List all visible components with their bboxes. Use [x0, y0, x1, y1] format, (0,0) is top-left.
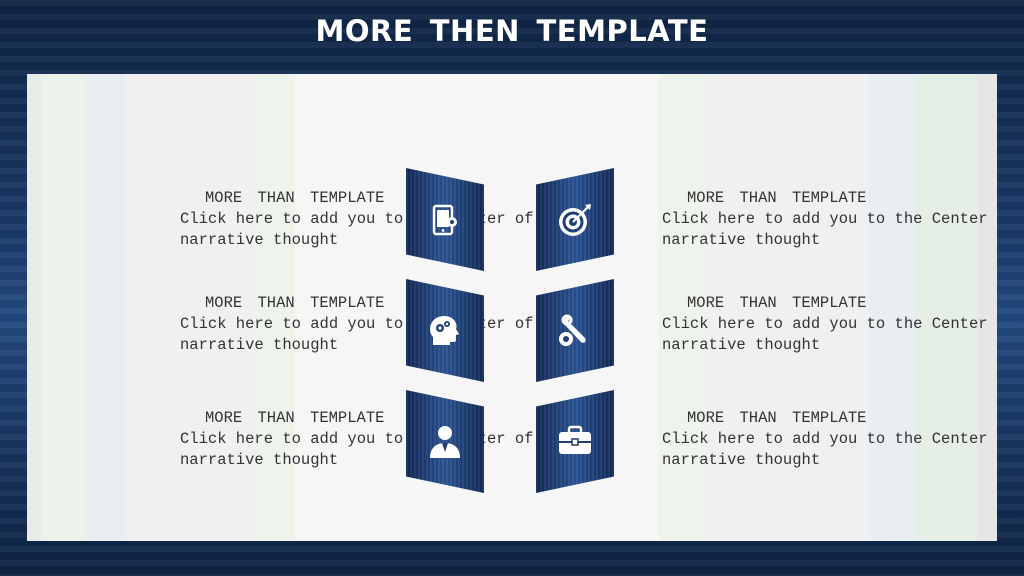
block-line: narrative thought [662, 231, 821, 249]
text-block-right-1: MORE THAN TEMPLATE Click here to add you… [662, 188, 997, 251]
icon-card-target [536, 168, 614, 271]
briefcase-icon [559, 425, 591, 454]
slide-title: MORE THEN TEMPLATE [315, 14, 709, 48]
text-block-left-2: MORE THAN TEMPLATE Click here to add you… [180, 293, 620, 356]
user-icon [430, 425, 460, 458]
block-heading: MORE THAN TEMPLATE [687, 294, 867, 312]
head-gears-icon [430, 315, 459, 345]
block-line: narrative thought [180, 336, 339, 354]
text-block-right-2: MORE THAN TEMPLATE Click here to add you… [662, 293, 997, 356]
icon-card-tools [536, 279, 614, 382]
block-heading: MORE THAN TEMPLATE [205, 189, 385, 207]
icon-card-user [406, 390, 484, 493]
target-icon [559, 203, 591, 236]
tablet-gear-icon [432, 204, 457, 235]
block-line: Click here to add you to the Center of t… [662, 210, 997, 228]
icon-card-briefcase [536, 390, 614, 493]
wrench-gear-icon [559, 314, 586, 346]
block-line: Click here to add you to the Center of t… [662, 430, 997, 448]
block-line: Click here to add you to the Center of t… [662, 315, 997, 333]
block-heading: MORE THAN TEMPLATE [687, 409, 867, 427]
block-heading: MORE THAN TEMPLATE [205, 294, 385, 312]
block-heading: MORE THAN TEMPLATE [205, 409, 385, 427]
icon-card-tablet [406, 168, 484, 271]
block-line: narrative thought [180, 231, 339, 249]
text-block-right-3: MORE THAN TEMPLATE Click here to add you… [662, 408, 997, 471]
block-heading: MORE THAN TEMPLATE [687, 189, 867, 207]
content-panel: MORE THAN TEMPLATE Click here to add you… [27, 74, 997, 541]
block-line: narrative thought [662, 451, 821, 469]
block-line: narrative thought [180, 451, 339, 469]
icon-card-head [406, 279, 484, 382]
block-line: narrative thought [662, 336, 821, 354]
